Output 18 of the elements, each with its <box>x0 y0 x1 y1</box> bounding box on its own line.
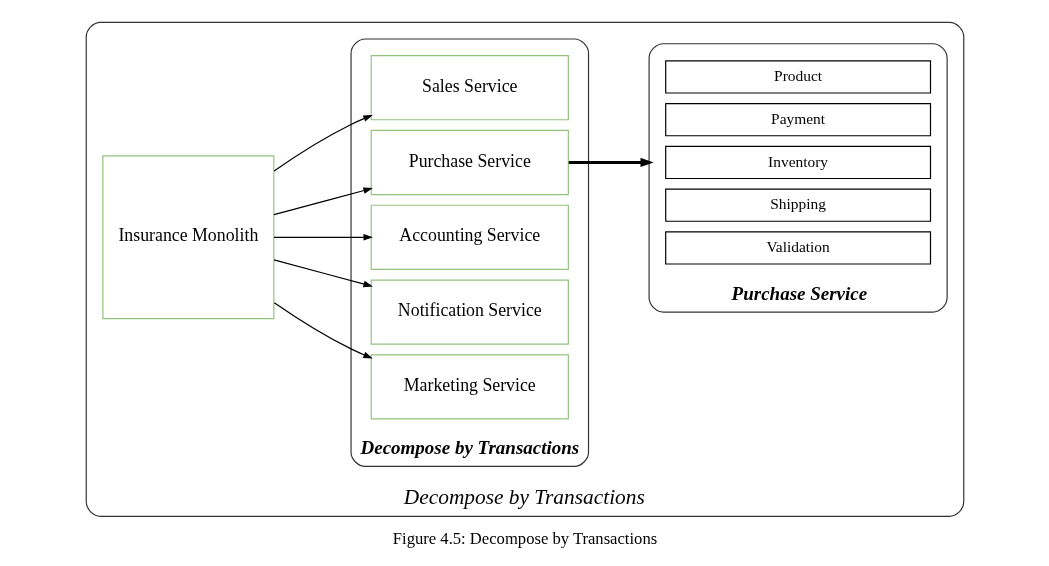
arrow <box>273 302 373 359</box>
node-box: Product <box>664 60 931 94</box>
arrow <box>568 157 654 168</box>
node-box: Insurance Monolith <box>101 155 274 320</box>
node-box: Shipping <box>664 188 931 222</box>
node-box: Inventory <box>664 145 931 180</box>
node-box: Marketing Service <box>370 354 569 420</box>
arrow <box>273 114 373 172</box>
node-box: Accounting Service <box>370 204 569 270</box>
node-box: Payment <box>664 103 931 137</box>
arrow <box>272 233 373 241</box>
node-box: Purchase Service <box>370 129 569 196</box>
node-box: Notification Service <box>370 279 569 345</box>
arrow <box>272 259 373 288</box>
caption: Figure 4.5: Decompose by Transactions <box>392 528 657 548</box>
arrow <box>272 187 373 216</box>
node-box: Sales Service <box>370 55 569 121</box>
node-box: Validation <box>664 231 931 265</box>
